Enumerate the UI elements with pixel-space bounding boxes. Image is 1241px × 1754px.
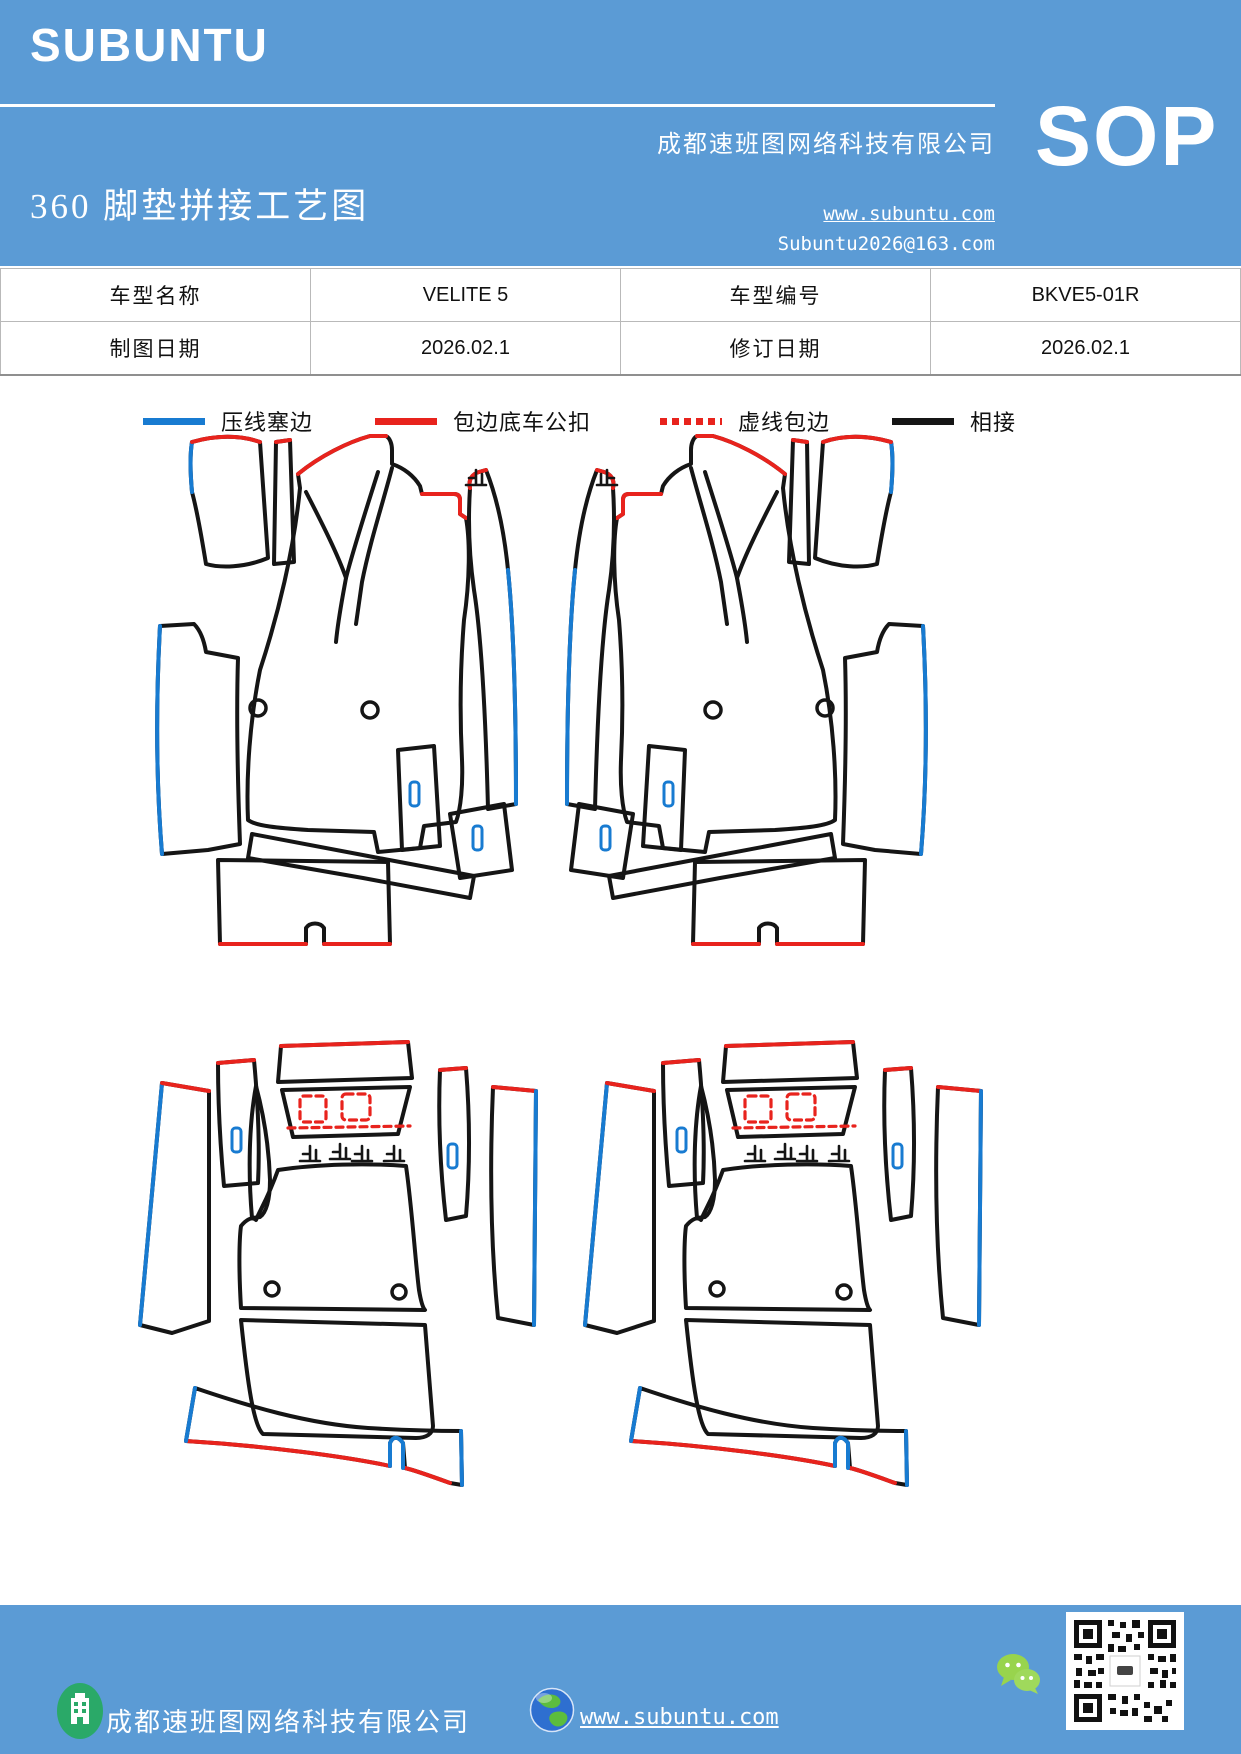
legend-item-dashed-binding: 虚线包边	[660, 408, 831, 435]
wechat-icon	[997, 1654, 1040, 1694]
qr-code	[1066, 1612, 1184, 1730]
legend-item-joint: 相接	[892, 408, 1017, 435]
header-website-link[interactable]: www.subuntu.com	[823, 203, 995, 225]
vehicle-info-table: 车型名称 VELITE 5 车型编号 BKVE5-01R 制图日期 2026.0…	[0, 268, 1241, 376]
legend-label: 包边底车公扣	[453, 410, 592, 435]
blue-line-swatch-icon	[143, 417, 205, 425]
revise-date-value: 2026.02.1	[930, 321, 1241, 376]
black-line-swatch-icon	[892, 417, 954, 425]
brand-logo: SUBUNTU	[30, 19, 269, 71]
page-title: 360 脚垫拼接工艺图	[30, 187, 370, 226]
red-line-swatch-icon	[375, 417, 437, 425]
footer-company-name: 成都速班图网络科技有限公司	[106, 1708, 471, 1737]
model-name-value: VELITE 5	[310, 268, 621, 322]
legend-item-binding-buckle: 包边底车公扣	[375, 408, 592, 435]
table-row: 车型名称 VELITE 5 车型编号 BKVE5-01R	[0, 268, 1241, 322]
globe-icon	[529, 1687, 575, 1733]
table-row: 制图日期 2026.02.1 修订日期 2026.02.1	[0, 321, 1241, 376]
diagram-rear-mat-right	[573, 958, 983, 1503]
footer-website-link[interactable]: www.subuntu.com	[580, 1705, 779, 1730]
red-dashed-swatch-icon	[660, 417, 722, 425]
legend-label: 虚线包边	[738, 410, 831, 435]
revise-date-label: 修订日期	[620, 321, 931, 376]
model-name-label: 车型名称	[0, 268, 311, 322]
diagram-front-mat-left	[148, 430, 528, 950]
model-code-label: 车型编号	[620, 268, 931, 322]
draw-date-value: 2026.02.1	[310, 321, 621, 376]
diagram-rear-mat-left	[128, 958, 538, 1503]
building-icon	[57, 1683, 103, 1739]
draw-date-label: 制图日期	[0, 321, 311, 376]
header-divider-line	[0, 104, 995, 107]
header-company-name: 成都速班图网络科技有限公司	[657, 132, 995, 158]
model-code-value: BKVE5-01R	[930, 268, 1241, 322]
sop-label: SOP	[1035, 89, 1219, 183]
page-header: SUBUNTU 成都速班图网络科技有限公司 360 脚垫拼接工艺图 www.su…	[0, 0, 1241, 266]
legend-item-press-edge: 压线塞边	[143, 408, 314, 435]
legend-label: 压线塞边	[221, 410, 314, 435]
diagram-front-mat-right	[555, 430, 935, 950]
header-email: Subuntu2026@163.com	[777, 233, 995, 255]
legend-label: 相接	[970, 410, 1017, 435]
